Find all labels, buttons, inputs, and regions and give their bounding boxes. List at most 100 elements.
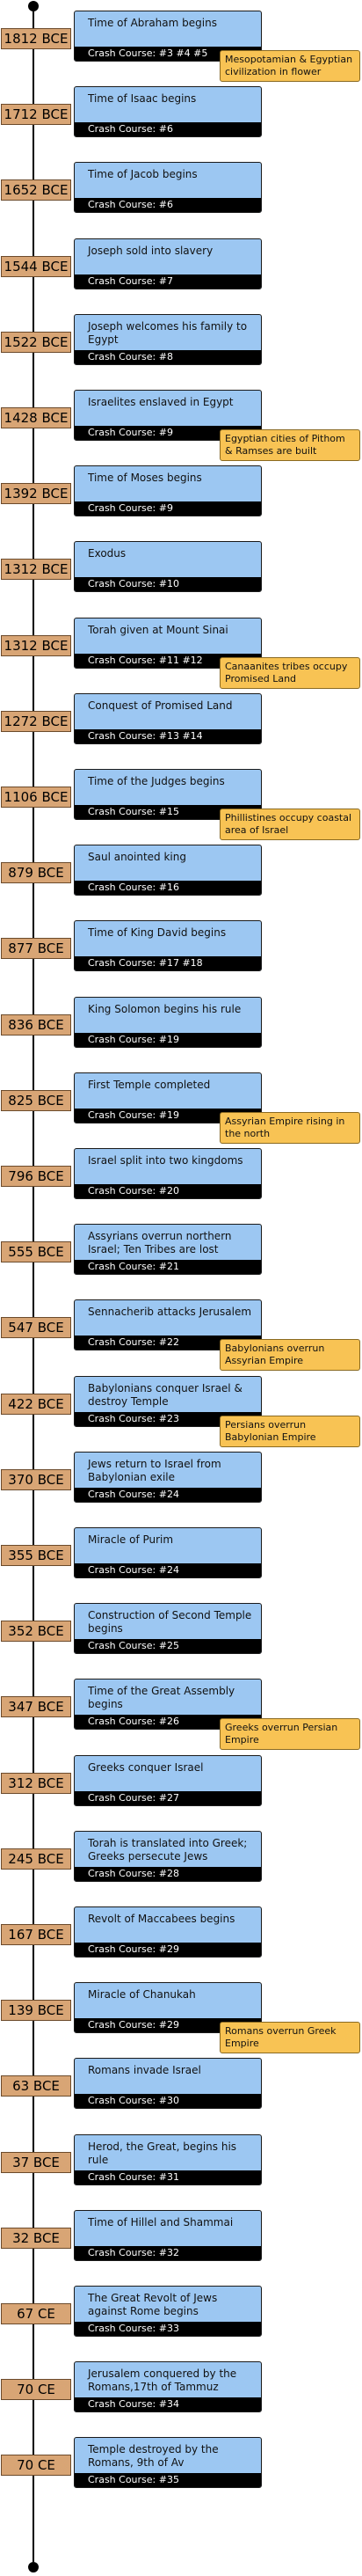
event-date: 1652 BCE xyxy=(1,179,71,201)
event-title: First Temple completed xyxy=(88,1079,211,1091)
crash-course-label: Crash Course: #7 xyxy=(75,274,261,289)
crash-course-label: Crash Course: #3 #4 #5 xyxy=(75,47,261,61)
event-date: 555 BCE xyxy=(1,1241,71,1262)
timeline-start-dot xyxy=(28,1,39,11)
event-date: 70 CE xyxy=(1,2379,71,2400)
crash-course-label: Crash Course: #19 xyxy=(75,1109,261,1123)
crash-course-label: Crash Course: #16 xyxy=(75,881,261,895)
event-date: 877 BCE xyxy=(1,938,71,959)
event-title: Israel split into two kingdoms xyxy=(88,1154,243,1167)
crash-course-label: Crash Course: #32 xyxy=(75,2246,261,2260)
crash-course-label: Crash Course: #21 xyxy=(75,1260,261,1274)
event-date: 370 BCE xyxy=(1,1469,71,1490)
crash-course-label: Crash Course: #13 #14 xyxy=(75,729,261,743)
event-date: 70 CE xyxy=(1,2455,71,2476)
event-title: Temple destroyed by the Romans, 9th of A… xyxy=(88,2443,219,2469)
crash-course-label: Crash Course: #24 xyxy=(75,1563,261,1577)
crash-course-label: Crash Course: #10 xyxy=(75,577,261,591)
event-date: 1312 BCE xyxy=(1,635,71,656)
event-title: Miracle of Chanukah xyxy=(88,1988,196,2001)
crash-course-label: Crash Course: #11 #12 xyxy=(75,654,261,668)
crash-course-label: Crash Course: #28 xyxy=(75,1867,261,1881)
event-date: 547 BCE xyxy=(1,1317,71,1338)
event-title: Time of Abraham begins xyxy=(88,17,217,29)
event-date: 1712 BCE xyxy=(1,104,71,125)
crash-course-label: Crash Course: #27 xyxy=(75,1791,261,1805)
event-date: 1106 BCE xyxy=(1,787,71,808)
event-title: Revolt of Maccabees begins xyxy=(88,1913,235,1925)
event-date: 1312 BCE xyxy=(1,559,71,580)
event-title: Time of Moses begins xyxy=(88,472,202,484)
event-title: Israelites enslaved in Egypt xyxy=(88,396,234,408)
crash-course-label: Crash Course: #6 xyxy=(75,122,261,136)
event-title: Construction of Second Temple begins xyxy=(88,1609,252,1635)
event-date: 67 CE xyxy=(1,2303,71,2324)
event-date: 1272 BCE xyxy=(1,711,71,732)
crash-course-label: Crash Course: #8 xyxy=(75,350,261,364)
event-card: Jerusalem conquered by the Romans,17th o… xyxy=(74,2361,262,2412)
event-date: 836 BCE xyxy=(1,1014,71,1036)
event-title: Time of Hillel and Shammai xyxy=(88,2216,234,2228)
event-date: 352 BCE xyxy=(1,1621,71,1642)
event-title: Time of Jacob begins xyxy=(88,168,198,180)
event-date: 312 BCE xyxy=(1,1773,71,1794)
event-date: 245 BCE xyxy=(1,1848,71,1870)
event-title: Time of Isaac begins xyxy=(88,92,197,105)
event-date: 1392 BCE xyxy=(1,483,71,504)
event-title: Sennacherib attacks Jerusalem xyxy=(88,1306,252,1318)
crash-course-label: Crash Course: #24 xyxy=(75,1488,261,1502)
crash-course-label: Crash Course: #15 xyxy=(75,805,261,819)
crash-course-label: Crash Course: #9 xyxy=(75,426,261,440)
event-title: Conquest of Promised Land xyxy=(88,699,233,712)
crash-course-label: Crash Course: #9 xyxy=(75,501,261,516)
event-date: 879 BCE xyxy=(1,862,71,883)
crash-course-label: Crash Course: #23 xyxy=(75,1412,261,1426)
world-context-note: Babylonians overrun Assyrian Empire xyxy=(220,1339,360,1371)
event-date: 63 BCE xyxy=(1,2075,71,2097)
event-title: The Great Revolt of Jews against Rome be… xyxy=(88,2292,218,2317)
world-context-note: Canaanites tribes occupy Promised Land xyxy=(220,657,360,689)
event-title: Time of the Judges begins xyxy=(88,775,225,787)
event-title: Herod, the Great, begins his rule xyxy=(88,2141,237,2166)
timeline-axis xyxy=(33,7,34,2562)
crash-course-label: Crash Course: #31 xyxy=(75,2170,261,2184)
event-title: Joseph sold into slavery xyxy=(88,245,214,257)
world-context-note: Greeks overrun Persian Empire xyxy=(220,1718,360,1750)
event-title: Miracle of Purim xyxy=(88,1533,174,1546)
crash-course-label: Crash Course: #35 xyxy=(75,2473,261,2487)
crash-course-label: Crash Course: #19 xyxy=(75,1033,261,1047)
world-context-note: Mesopotamian & Egyptian civilization in … xyxy=(220,50,360,82)
event-date: 37 BCE xyxy=(1,2152,71,2173)
world-context-note: Assyrian Empire rising in the north xyxy=(220,1112,360,1144)
event-date: 32 BCE xyxy=(1,2228,71,2249)
event-title: Time of the Great Assembly begins xyxy=(88,1685,235,1710)
event-date: 139 BCE xyxy=(1,2000,71,2021)
crash-course-label: Crash Course: #22 xyxy=(75,1336,261,1350)
event-title: Babylonians conquer Israel & destroy Tem… xyxy=(88,1382,243,1408)
event-date: 825 BCE xyxy=(1,1090,71,1111)
event-date: 422 BCE xyxy=(1,1394,71,1415)
crash-course-label: Crash Course: #33 xyxy=(75,2322,261,2336)
timeline-end-dot xyxy=(28,2562,39,2572)
crash-course-label: Crash Course: #20 xyxy=(75,1184,261,1198)
world-context-note: Romans overrun Greek Empire xyxy=(220,2022,360,2053)
event-card: Assyrians overrun northern Israel; Ten T… xyxy=(74,1224,262,1275)
event-date: 1544 BCE xyxy=(1,256,71,277)
event-date: 355 BCE xyxy=(1,1545,71,1566)
